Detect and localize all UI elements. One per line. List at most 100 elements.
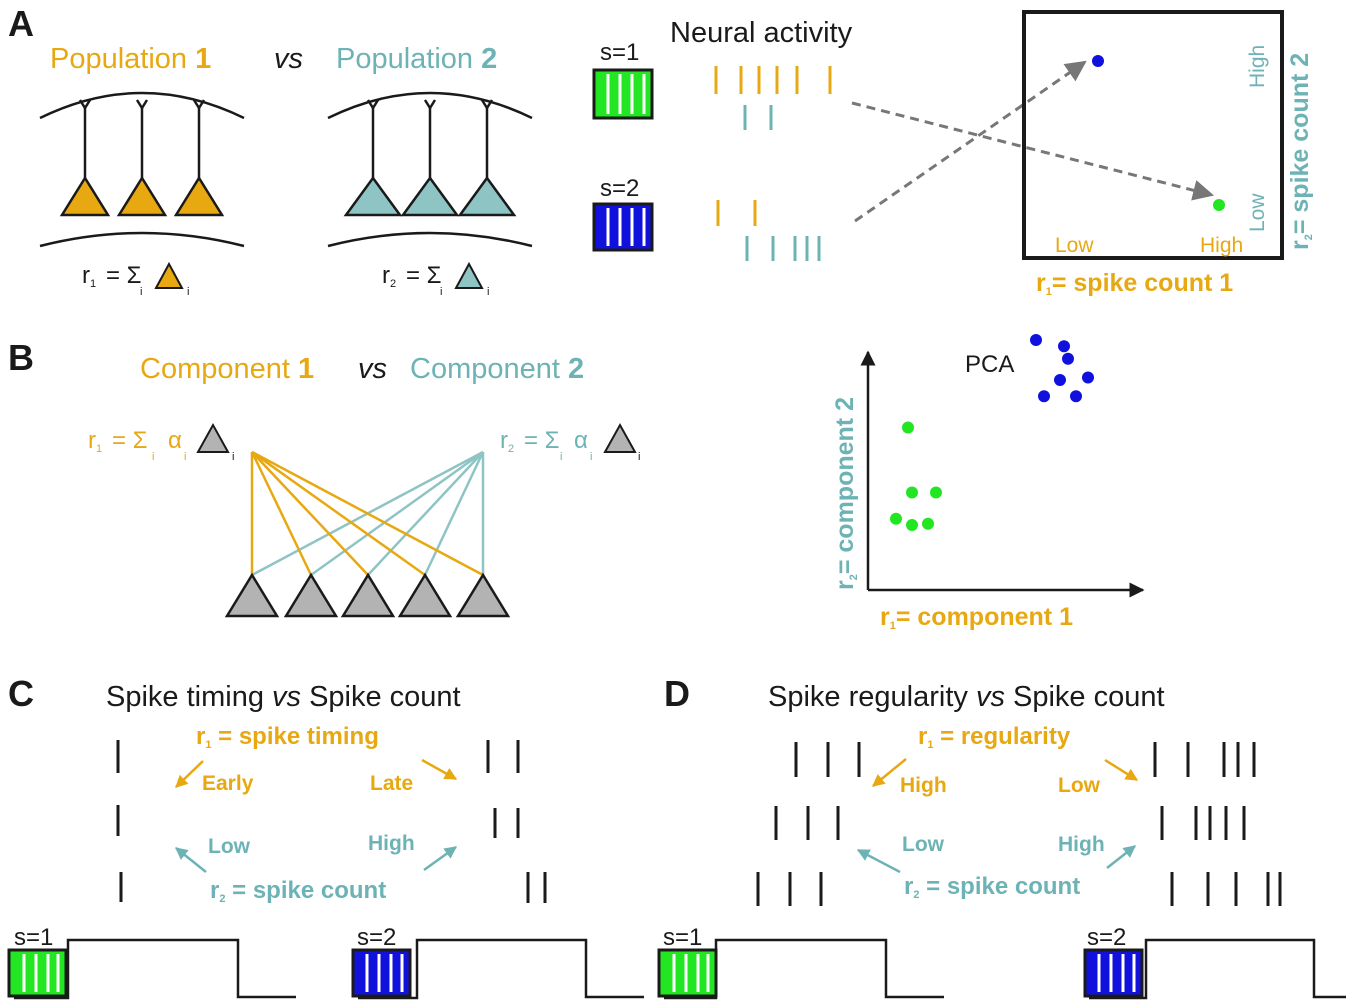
r2-sum-formula: r2 = Σ i i (382, 261, 489, 298)
stimulus-2-time-course (358, 938, 644, 1000)
neuron-icon (455, 572, 511, 618)
r1-regularity-label: r1 = regularity (918, 723, 1071, 751)
low-regularity-arrow (1104, 758, 1139, 782)
neuron-index: i (638, 451, 640, 463)
neuron-index: i (487, 286, 489, 298)
r1-symbol: r1 (88, 427, 102, 455)
r2-spike-count-label: r2 = spike count (210, 877, 386, 905)
pca-x-axis-label: r1= component 1 (880, 603, 1073, 632)
panel-d-title: Spike regularity vs Spike count (768, 681, 1165, 713)
early-label: Early (202, 772, 254, 795)
component-2-formula: r2 = Σ i α i i (500, 422, 640, 463)
early-arrow (175, 760, 204, 788)
pca-point-cluster-2 (1058, 340, 1070, 353)
r1-symbol: r1 (82, 262, 96, 290)
stimulus-1-grating-icon (592, 68, 654, 120)
r2-symbol: r2 (382, 262, 396, 290)
y-high-label: High (1246, 45, 1269, 88)
pca-point-cluster-2 (1038, 390, 1050, 403)
component-1-weights (250, 450, 484, 577)
neuron-icon (400, 99, 460, 217)
sum-index: i (440, 286, 442, 298)
population-1-neurons (39, 91, 245, 248)
stimulus-2-time-course (1089, 938, 1346, 1000)
high-regularity-label: High (900, 774, 947, 797)
neuron-icon (340, 572, 396, 618)
panel-c-title: Spike timing vs Spike count (106, 681, 461, 713)
neuron-icon (397, 572, 453, 618)
stimulus-1-label: s=1 (663, 924, 702, 951)
spike-raster-s1 (116, 740, 123, 902)
pca-point-cluster-2 (1054, 374, 1066, 386)
pca-points (890, 334, 1094, 531)
alpha-index: i (590, 451, 592, 463)
pca-plot: PCA r1= component 1 r2= component 2 (831, 334, 1145, 632)
mapping-arrow-s2 (854, 60, 1087, 223)
alpha-weight: α (574, 427, 588, 454)
x-high-label: High (1200, 234, 1243, 257)
panel-c-letter: C (8, 673, 34, 714)
pca-title: PCA (965, 351, 1014, 378)
alpha-weight: α (168, 427, 182, 454)
sum-sign: = Σ (112, 427, 148, 454)
stimulus-1-label: s=1 (600, 39, 639, 66)
high-regularity-arrow (872, 758, 907, 787)
pca-point-cluster-2 (1030, 334, 1042, 346)
pca-point-cluster-1 (890, 512, 902, 525)
stimulus-2-label: s=2 (1087, 924, 1126, 951)
vs-label-a: vs (274, 43, 303, 75)
y-low-label: Low (1246, 193, 1269, 232)
neuron-icon (59, 99, 111, 217)
sum-sign: = Σ (406, 262, 442, 289)
spike-raster-s2-population-1 (716, 200, 757, 226)
neuron-icon (224, 572, 280, 618)
s1-point (1213, 199, 1225, 211)
stimulus-2-grating-icon (1083, 948, 1144, 998)
neuron-icon (343, 99, 403, 217)
panel-a: A Population 1 vs Population 2 (8, 3, 1315, 298)
spike-raster-s1-population-2 (743, 105, 773, 130)
high-count-arrow (423, 845, 458, 872)
neuron-index: i (187, 286, 189, 298)
stimulus-1-time-course (664, 938, 944, 1000)
neuron-icon (173, 99, 225, 217)
panel-d: D Spike regularity vs Spike count r1 = r… (657, 673, 1346, 1000)
population-1-top-arc (39, 91, 245, 120)
neuron-gray-icon (603, 422, 637, 453)
low-regularity-label: Low (1058, 774, 1101, 797)
low-count-arrow (856, 848, 901, 874)
stimulus-1-time-course (14, 938, 296, 1000)
spike-raster-s2 (486, 740, 547, 903)
sum-index: i (152, 451, 154, 463)
r1-sum-formula: r1 = Σ i i (82, 261, 189, 298)
alpha-index: i (184, 451, 186, 463)
pca-point-cluster-1 (906, 519, 918, 531)
low-count-arrow (175, 847, 207, 873)
low-count-label: Low (208, 835, 251, 858)
panel-c: C Spike timing vs Spike count r1 = spike… (7, 673, 644, 1000)
stimulus-1-grating-icon (657, 948, 718, 998)
panel-b-letter: B (8, 337, 34, 378)
r2-symbol: r2 (500, 427, 514, 455)
stimulus-2-label: s=2 (600, 175, 639, 202)
spike-raster-s1 (756, 742, 861, 906)
panel-d-letter: D (664, 673, 690, 714)
sum-index: i (140, 286, 142, 298)
neuron-icon (116, 99, 168, 217)
population-1-bottom-arc (39, 231, 245, 248)
population-2-neurons (327, 91, 533, 248)
population-2-top-arc (327, 91, 533, 120)
neuron-icon (457, 99, 517, 217)
late-arrow (421, 758, 458, 781)
sum-sign: = Σ (524, 427, 560, 454)
s2-point (1092, 55, 1104, 67)
neuron-teal-icon (454, 261, 484, 289)
panel-b: B Component 1 vs Component 2 r1 = Σ i α … (8, 334, 1145, 632)
pca-point-cluster-2 (1082, 371, 1094, 384)
spike-raster-s2 (1153, 742, 1282, 906)
r1-spike-timing-label: r1 = spike timing (196, 723, 379, 751)
pca-point-cluster-2 (1062, 352, 1074, 365)
pca-point-cluster-1 (922, 517, 934, 530)
component-1-formula: r1 = Σ i α i i (88, 422, 234, 463)
stimulus-2-grating-icon (592, 202, 654, 252)
